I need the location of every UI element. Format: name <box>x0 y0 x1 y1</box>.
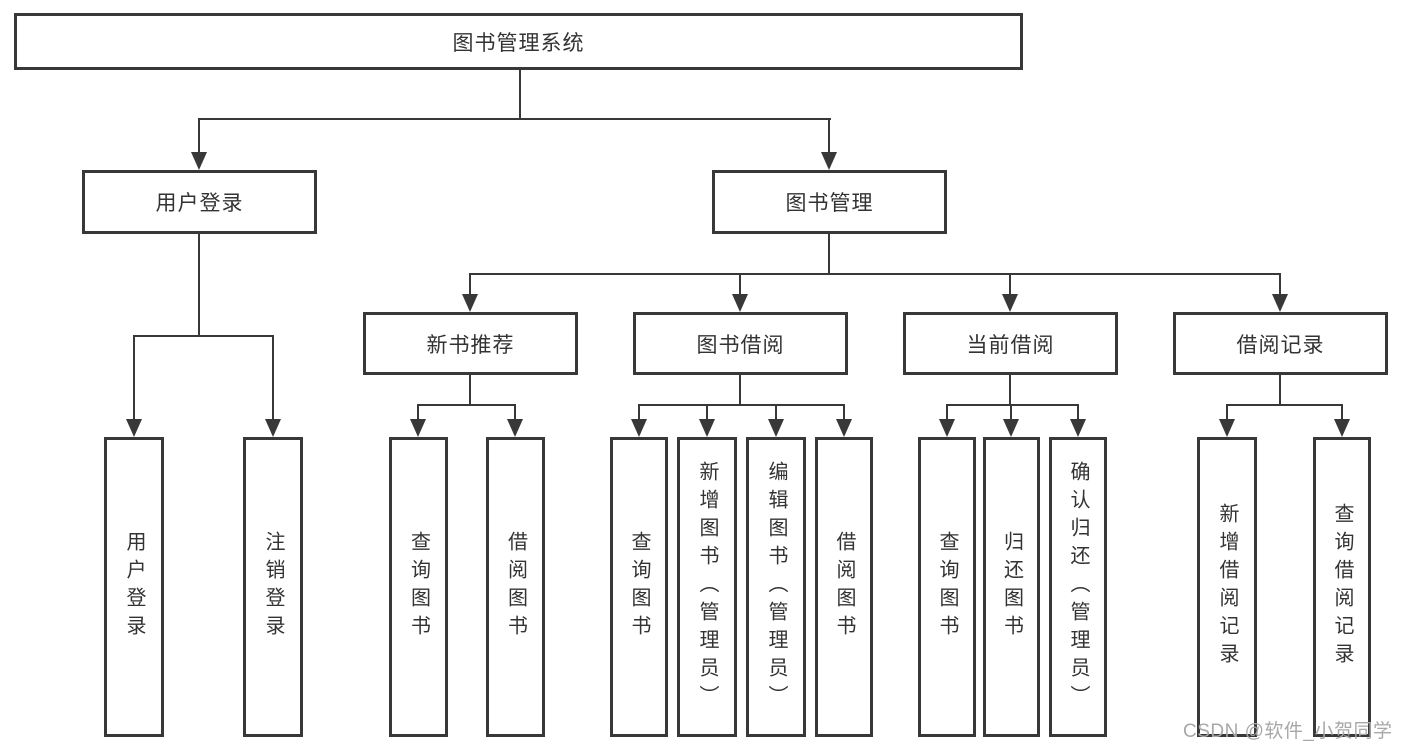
leaf-add-book-admin: 新增图书（管理员） <box>677 437 737 737</box>
connector-segment <box>519 69 521 119</box>
connector-segment <box>828 118 830 152</box>
leaf-label: 新增借阅记录 <box>1216 503 1238 671</box>
node-library-management-system: 图书管理系统 <box>14 13 1023 70</box>
leaf-borrow-books-borrowing: 借阅图书 <box>815 437 873 737</box>
connector-segment <box>946 404 948 419</box>
leaf-label: 编辑图书（管理员） <box>765 461 787 713</box>
arrow-down-icon <box>410 419 426 437</box>
arrow-down-icon <box>507 419 523 437</box>
connector-segment <box>1009 375 1011 404</box>
arrow-down-icon <box>699 419 715 437</box>
connector-segment <box>418 404 516 406</box>
node-label: 借阅记录 <box>1236 333 1325 357</box>
connector-segment <box>198 234 200 335</box>
leaf-borrow-books-recommend: 借阅图书 <box>486 437 545 737</box>
connector-segment <box>1077 404 1079 419</box>
leaf-label: 注销登录 <box>262 531 284 643</box>
leaf-query-books-current: 查询图书 <box>918 437 976 737</box>
connector-segment <box>272 335 274 419</box>
connector-segment <box>638 404 640 419</box>
node-label: 当前借阅 <box>966 333 1055 357</box>
connector-segment <box>133 335 135 419</box>
arrow-down-icon <box>1272 294 1288 312</box>
connector-segment <box>469 273 1281 275</box>
leaf-user-login: 用户登录 <box>104 437 164 737</box>
arrow-down-icon <box>265 419 281 437</box>
node-label: 图书管理 <box>785 192 874 215</box>
arrow-down-icon <box>191 152 207 170</box>
connector-segment <box>639 404 845 406</box>
leaf-label: 查询借阅记录 <box>1331 503 1353 671</box>
connector-segment <box>1279 375 1281 404</box>
connector-segment <box>1279 273 1281 294</box>
leaf-label: 查询图书 <box>936 531 958 643</box>
connector-segment <box>775 404 777 419</box>
leaf-label: 确认归还（管理员） <box>1067 461 1089 713</box>
leaf-label: 归还图书 <box>1000 531 1023 643</box>
connector-segment <box>843 404 845 419</box>
node-new-book-recommend: 新书推荐 <box>363 312 578 375</box>
arrow-down-icon <box>126 419 142 437</box>
connector-segment <box>947 404 1079 406</box>
node-label: 图书管理系统 <box>452 31 585 55</box>
node-current-borrowing: 当前借阅 <box>903 312 1118 375</box>
leaf-edit-book-admin: 编辑图书（管理员） <box>746 437 806 737</box>
connector-segment <box>1227 404 1343 406</box>
connector-segment <box>1226 404 1228 419</box>
connector-segment <box>739 273 741 294</box>
connector-segment <box>417 404 419 419</box>
arrow-down-icon <box>1219 419 1235 437</box>
leaf-return-book: 归还图书 <box>983 437 1040 737</box>
leaf-label: 借阅图书 <box>504 531 527 643</box>
node-borrow-records: 借阅记录 <box>1173 312 1388 375</box>
leaf-label: 用户登录 <box>123 531 145 643</box>
arrow-down-icon <box>1334 419 1350 437</box>
connector-segment <box>739 375 741 404</box>
node-label: 新书推荐 <box>426 333 515 357</box>
leaf-label: 查询图书 <box>407 531 430 643</box>
arrow-down-icon <box>768 419 784 437</box>
arrow-down-icon <box>836 419 852 437</box>
arrow-down-icon <box>732 294 748 312</box>
arrow-down-icon <box>1002 294 1018 312</box>
connector-segment <box>469 273 471 294</box>
connector-segment <box>828 234 830 273</box>
leaf-confirm-return-admin: 确认归还（管理员） <box>1049 437 1107 737</box>
node-label: 图书借阅 <box>696 333 785 357</box>
leaf-logout: 注销登录 <box>243 437 303 737</box>
connector-segment <box>1341 404 1343 419</box>
leaf-add-borrow-record: 新增借阅记录 <box>1197 437 1257 737</box>
connector-segment <box>133 335 274 337</box>
arrow-down-icon <box>821 152 837 170</box>
connector-segment <box>706 404 708 419</box>
csdn-watermark: CSDN @软件_小贺同学 <box>1183 721 1393 742</box>
connector-segment <box>1010 404 1012 419</box>
leaf-query-borrow-record: 查询借阅记录 <box>1313 437 1371 737</box>
leaf-query-books-borrowing: 查询图书 <box>610 437 668 737</box>
arrow-down-icon <box>1003 419 1019 437</box>
connector-segment <box>514 404 516 419</box>
connector-segment <box>198 118 200 152</box>
node-book-management: 图书管理 <box>712 170 947 234</box>
arrow-down-icon <box>939 419 955 437</box>
node-user-login: 用户登录 <box>82 170 317 234</box>
arrow-down-icon <box>1070 419 1086 437</box>
connector-segment <box>198 118 831 120</box>
connector-segment <box>469 375 471 404</box>
leaf-label: 借阅图书 <box>833 531 855 643</box>
leaf-query-books-recommend: 查询图书 <box>389 437 448 737</box>
leaf-label: 查询图书 <box>628 531 650 643</box>
connector-segment <box>1009 273 1011 294</box>
arrow-down-icon <box>462 294 478 312</box>
node-book-borrowing: 图书借阅 <box>633 312 848 375</box>
leaf-label: 新增图书（管理员） <box>696 461 718 713</box>
arrow-down-icon <box>631 419 647 437</box>
node-label: 用户登录 <box>155 192 244 215</box>
